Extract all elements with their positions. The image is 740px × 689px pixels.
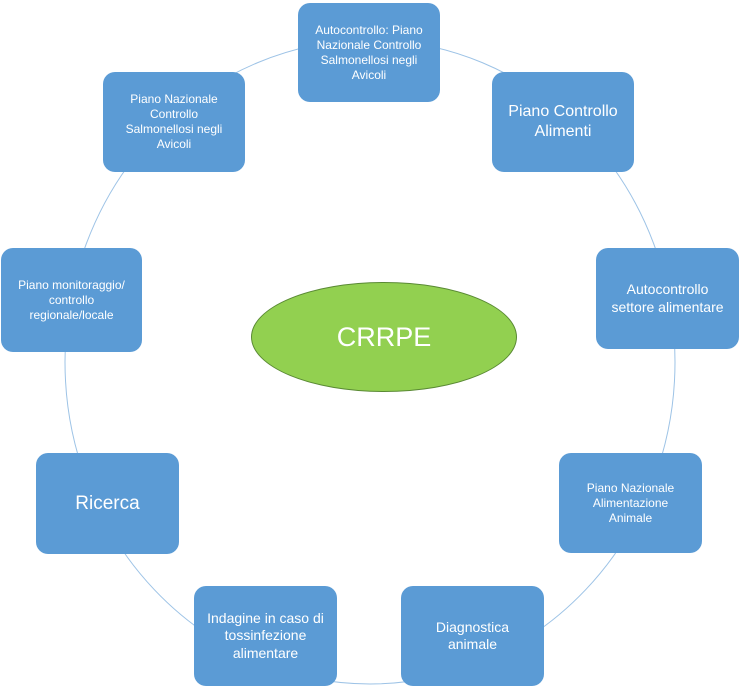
node-label: Indagine in caso di tossinfezione alimen… [207, 609, 324, 661]
center-node-crrpe: CRRPE [251, 282, 517, 392]
node-label: Piano monitoraggio/ controllo regionale/… [18, 277, 125, 322]
node-label: Ricerca [75, 492, 140, 514]
node-diagnostica-animale: Diagnostica animale [401, 586, 544, 686]
node-label: Autocontrollo: Piano Nazionale Controllo… [315, 22, 423, 82]
node-autocontrollo-salmonellosi: Autocontrollo: Piano Nazionale Controllo… [298, 3, 440, 102]
node-ricerca: Ricerca [36, 453, 179, 554]
node-label: Piano Nazionale Alimentazione Animale [586, 480, 675, 525]
node-label: Autocontrollo settore alimentare [611, 281, 724, 315]
node-piano-monitoraggio: Piano monitoraggio/ controllo regionale/… [1, 248, 142, 352]
node-indagine-tossinfezione: Indagine in caso di tossinfezione alimen… [194, 586, 337, 686]
node-label: Piano Nazionale Controllo Salmonellosi n… [125, 92, 223, 151]
node-piano-controllo-alimenti: Piano Controllo Alimenti [492, 72, 634, 172]
node-piano-salmonellosi: Piano Nazionale Controllo Salmonellosi n… [103, 72, 245, 172]
node-label: Diagnostica animale [435, 618, 510, 653]
node-label: Piano Controllo Alimenti [508, 103, 618, 140]
node-autocontrollo-settore: Autocontrollo settore alimentare [596, 248, 739, 349]
node-piano-alimentazione-animale: Piano Nazionale Alimentazione Animale [559, 453, 702, 553]
center-node-label: CRRPE [336, 321, 432, 352]
